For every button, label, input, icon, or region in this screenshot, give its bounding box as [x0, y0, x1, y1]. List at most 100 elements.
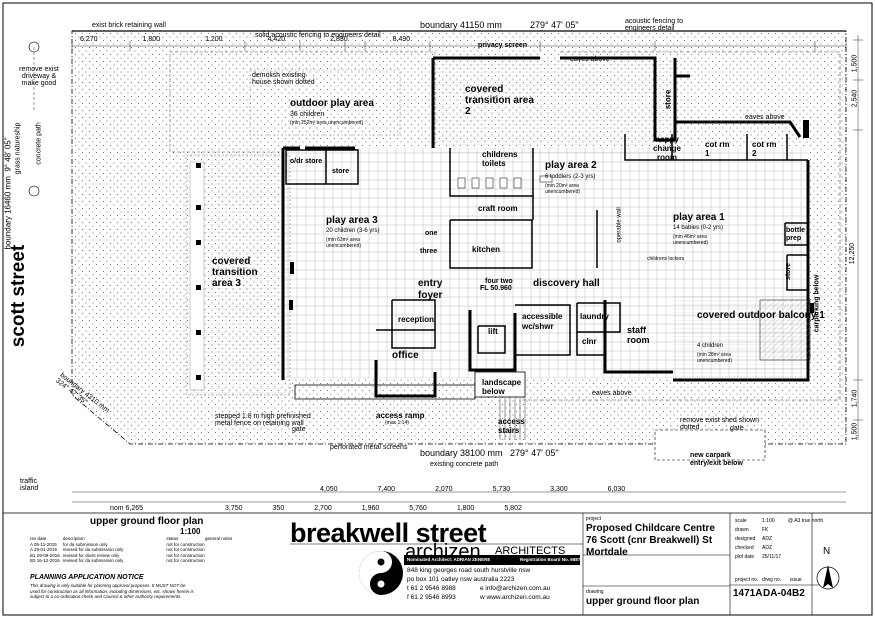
kitchen: kitchen	[472, 245, 501, 254]
eaves-label-right: eaves above	[745, 114, 785, 121]
access-stairs: access stairs	[498, 417, 525, 435]
accessible-wc: accessible wc/shwr	[522, 312, 563, 331]
craft-room: craft room	[478, 204, 518, 213]
reception: reception	[398, 315, 435, 324]
drawn-value: FK	[762, 527, 769, 533]
play-area-3-count: 20 children (3-6 yrs)	[326, 228, 380, 234]
traffic-island: traffic island	[20, 478, 39, 492]
eaves-label-bottom: eaves above	[592, 390, 632, 397]
notice-title: PLANNING APPLICATION NOTICE	[30, 574, 144, 581]
project-label: project	[586, 516, 602, 522]
store-right: store	[785, 262, 793, 281]
perforated-screens: perforated metal screens	[330, 444, 408, 451]
concrete-path-left: concrete path	[35, 122, 43, 165]
street-bottom: breakwell street	[290, 518, 487, 548]
firm-name: archizen	[405, 541, 481, 563]
boundary-left: boundary 16460 mm 9° 48' 05"	[3, 137, 13, 250]
po-box: po box 101 oatley nsw australia 2223	[407, 576, 515, 583]
play-area-1-name: play area 1	[673, 212, 725, 223]
drawing-name: upper ground floor plan	[586, 596, 700, 607]
covered-transition-2: covered transition area 2	[465, 84, 534, 117]
eaves-label-top: eaves above	[570, 56, 610, 63]
office: office	[392, 350, 419, 361]
address: 848 king georges road south hurstville n…	[407, 567, 531, 574]
dim-right-4: 1,740	[851, 389, 859, 408]
designed-value: ADZ	[762, 536, 772, 542]
discovery-hall: discovery hall	[533, 278, 600, 289]
ramp-grade: (max 1:14)	[385, 420, 409, 426]
bearing-bottom: 279° 47' 05"	[510, 448, 559, 458]
carparking-below: carparking below	[813, 274, 821, 333]
project-line-3: Mortdale	[586, 547, 628, 558]
drawing-no: DA-04	[763, 588, 792, 599]
checked-label: checked	[735, 545, 754, 551]
play-area-2-count: 6 toddlers (2-3 yrs)	[545, 174, 596, 180]
checked-value: ADZ	[762, 545, 772, 551]
fl-level: FL 50.960	[480, 285, 512, 292]
play-area-2-name: play area 2	[545, 160, 597, 171]
gate-right: gate	[730, 425, 744, 432]
concrete-path-bottom: existing concrete path	[430, 461, 499, 468]
landscape-below: landscape below	[482, 378, 522, 396]
scale-value: 1:100	[762, 518, 775, 524]
designed-label: designed	[735, 536, 756, 542]
firm-sub: ARCHITECTS	[495, 545, 566, 557]
sheet-scale: 1:100	[180, 527, 201, 536]
exist-wall-label: exist brick retaining wall	[92, 22, 166, 29]
project-no: 1471A	[733, 588, 763, 599]
website: w www.archizen.com.au	[480, 594, 550, 601]
remove-shed: remove exist shed shown dotted	[680, 417, 759, 431]
north-label: N	[823, 546, 831, 557]
covered-transition-3: covered transition area 3	[212, 256, 258, 289]
entry-foyer: entry foyer	[418, 278, 443, 301]
dim-right-1: 1,500	[851, 54, 859, 73]
dim-nom-left: nom 6,265	[110, 505, 144, 512]
phone: t 61 2 9546 8988	[407, 585, 456, 592]
store-top: store	[663, 89, 673, 110]
lift: lift	[488, 327, 498, 336]
nominated-architect: Nominated Architect: ADRIAN ZENERE	[407, 557, 491, 562]
drawing-label: drawing	[586, 589, 604, 595]
play-area-3-name: play area 3	[326, 215, 378, 226]
balcony-area: (min 28m² area unencumbered)	[697, 352, 733, 364]
access-ramp: access ramp	[376, 411, 425, 420]
remove-driveway: remove exist driveway & make good	[19, 66, 59, 87]
cot-1: cot rm 1	[705, 140, 730, 158]
outdoor-play-area: (min 252m² area unencumbered)	[290, 120, 364, 126]
balcony-name: covered outdoor balcony 1	[697, 310, 825, 321]
play-area-1-area: (min 46m² area unencumbered)	[673, 234, 709, 246]
stepped-fence: stepped 1.8 m high prefinished metal fen…	[215, 413, 311, 427]
bottle-prep: bottle prep	[786, 227, 806, 242]
cot-2: cot rm 2	[752, 140, 777, 158]
acoustic-fence-label: solid acoustic fencing to engineers deta…	[255, 32, 381, 39]
gate-left: gate	[292, 426, 306, 433]
boundary-bottom: boundary 38100 mm	[420, 448, 503, 458]
dim-right-3: 12,250	[849, 242, 857, 265]
childrens-toilets: childrens toilets	[482, 150, 518, 168]
three-label: three	[420, 248, 438, 255]
sheet-title: upper ground floor plan	[90, 516, 204, 527]
store-left: store	[332, 168, 350, 175]
street-left: scott street	[8, 244, 30, 348]
acoustic-fence-right: acoustic fencing to engineers detail	[625, 18, 683, 32]
staff-room: staff room	[627, 325, 650, 345]
four-two: four two	[485, 278, 513, 285]
registration: Registration Board No. 6687	[520, 557, 581, 562]
fax: f 61 2 9546 8993	[407, 594, 456, 601]
drawing-no-label: drwg no.	[762, 577, 782, 583]
outdoor-play-name: outdoor play area	[290, 98, 374, 109]
balcony-count: 4 children	[697, 343, 724, 349]
nappy-change: nappy change room	[652, 135, 681, 162]
paper-size: @ A3 true north	[788, 518, 824, 524]
issue-no: B2	[792, 588, 805, 599]
dim-right-5: 1,500	[851, 422, 859, 441]
operable-wall: operable wall	[616, 207, 623, 243]
play-area-1-count: 14 babies (0-2 yrs)	[673, 225, 724, 231]
